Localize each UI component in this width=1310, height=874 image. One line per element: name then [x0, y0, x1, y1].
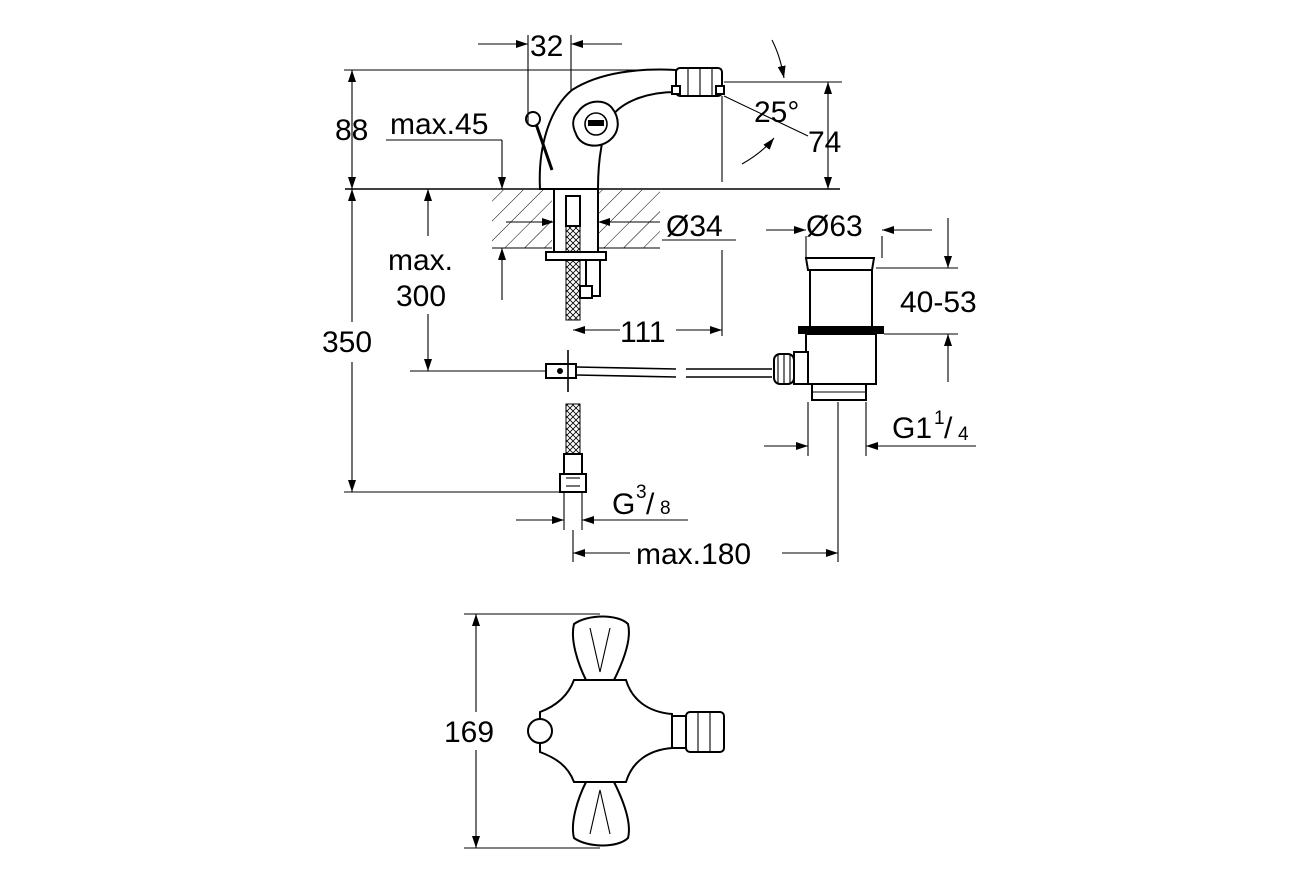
shank-assembly	[545, 188, 607, 321]
dim-88: 88	[335, 69, 676, 189]
dim-g-3-8: G 3 / 8	[516, 482, 688, 530]
dim-dia63: Ø63	[766, 210, 932, 258]
faucet-body	[525, 67, 725, 190]
dim-g38-denominator: 8	[660, 498, 671, 519]
svg-text:/: /	[944, 412, 953, 445]
dim-169-label: 169	[444, 716, 494, 749]
dim-32-label: 32	[530, 30, 563, 63]
dim-g38-numerator: 3	[636, 482, 647, 503]
dim-angle-label: 25°	[754, 96, 799, 129]
dim-max180-label: max.180	[636, 538, 751, 571]
dim-40-53-label: 40-53	[900, 286, 977, 319]
dim-dia34: Ø34	[506, 206, 736, 243]
top-view: 169	[440, 613, 725, 849]
dim-g1-denominator: 4	[958, 424, 969, 445]
dim-max300-label-1: max.	[388, 244, 453, 277]
dim-111-label: 111	[620, 316, 666, 349]
dim-max45-label: max.45	[390, 108, 488, 141]
dim-max45: max.45	[386, 108, 506, 189]
dim-max180: max.180	[572, 402, 839, 571]
dim-169: 169	[440, 613, 600, 849]
dim-g38-main: G	[612, 488, 635, 521]
dim-350-label: 350	[322, 326, 372, 359]
svg-text:/: /	[646, 488, 655, 521]
dim-111: 111	[573, 250, 723, 349]
dim-angle-25: 25°	[723, 39, 842, 165]
supply-hose	[559, 403, 587, 493]
pull-rod	[410, 350, 772, 392]
dim-74-label: 74	[808, 126, 841, 159]
dim-max300: max. 300	[384, 189, 506, 371]
dim-dia63-label: Ø63	[806, 210, 863, 243]
dim-32: 32	[478, 30, 622, 123]
dim-g1-main: G1	[892, 412, 932, 445]
dim-max300-label-2: 300	[396, 280, 446, 313]
dim-88-label: 88	[335, 114, 368, 147]
side-view: 32 88 max.45 25° 74	[318, 30, 977, 571]
dim-74: 74	[721, 82, 841, 189]
waste-fitting	[773, 257, 884, 401]
dim-dia34-label: Ø34	[666, 210, 723, 243]
dim-350: 350	[318, 189, 560, 493]
dim-g1-1-4: G1 1 / 4	[764, 402, 976, 456]
dim-g1-numerator: 1	[934, 408, 945, 429]
dim-40-53: 40-53	[876, 218, 977, 382]
